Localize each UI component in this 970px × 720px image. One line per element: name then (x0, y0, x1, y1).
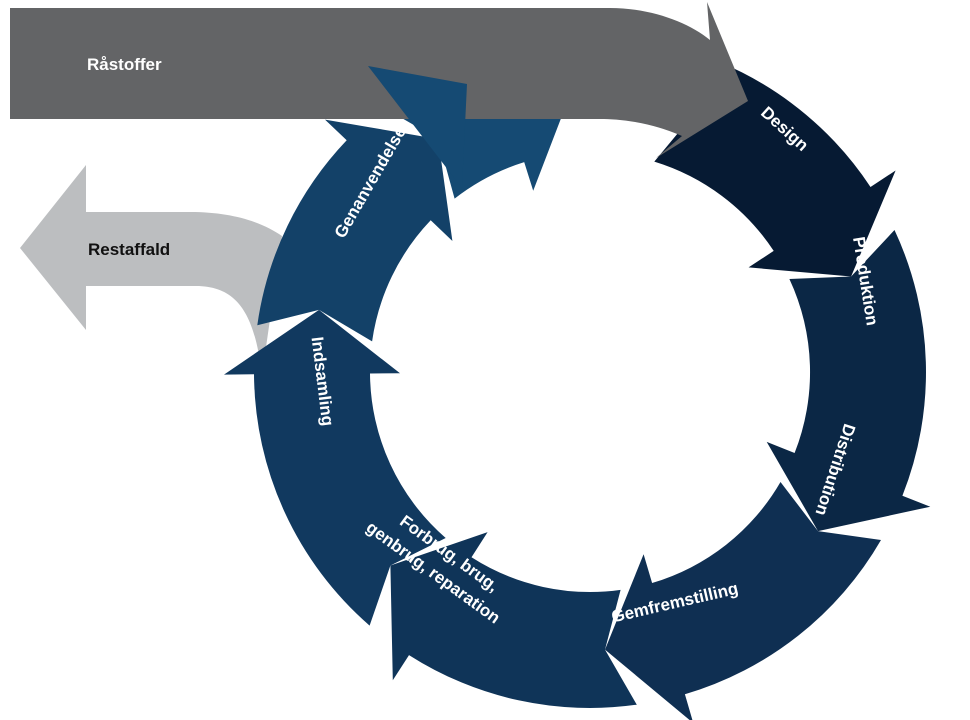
stage-segment-produktion (766, 230, 931, 532)
rastoffer-label: Råstoffer (87, 55, 162, 74)
stage-segment-gemfremstilling (390, 532, 637, 708)
genanvendelse-arrowhead (368, 66, 467, 188)
restaffald-label: Restaffald (88, 240, 170, 259)
stage-segment-distribution (605, 482, 881, 720)
cycle-ring (224, 22, 931, 720)
stage-segment-forbrug (224, 309, 446, 626)
restaffald-arrow (20, 165, 282, 375)
stage-segment-indsamling (257, 119, 453, 342)
